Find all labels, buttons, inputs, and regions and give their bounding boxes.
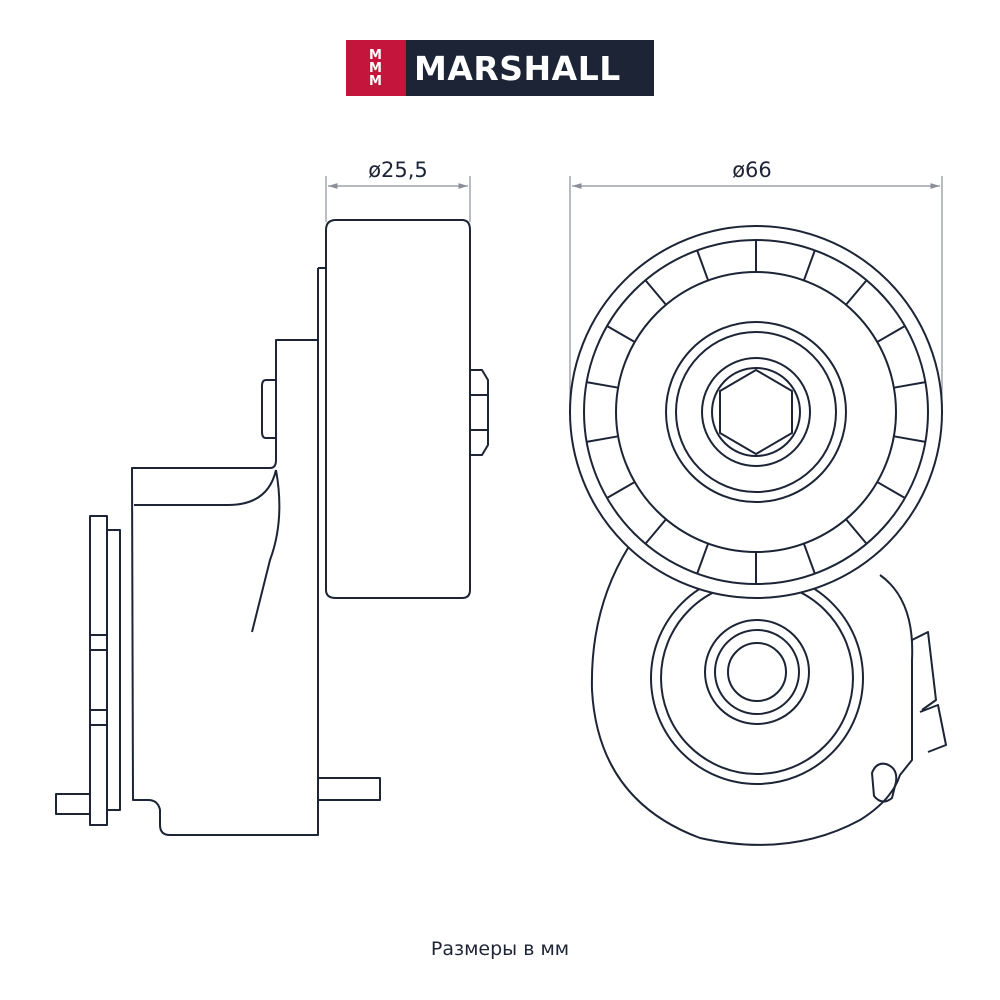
pulley-rib — [876, 325, 906, 343]
front-diameter-dimension: ø66 — [569, 158, 943, 410]
pulley-rib — [644, 279, 667, 306]
body-lug — [919, 704, 947, 753]
side-width-dimension: ø25,5 — [325, 158, 471, 222]
pivot-bushing-outer — [704, 619, 810, 725]
pulley-ribs — [586, 240, 926, 584]
base-plate-side — [89, 515, 108, 826]
pulley-side-profile — [325, 219, 471, 599]
pivot-bushing-inner — [714, 629, 800, 715]
body-stop-pin — [871, 762, 898, 803]
front-diameter-label: ø66 — [732, 158, 772, 182]
pulley-rib — [586, 381, 619, 389]
side-width-label: ø25,5 — [368, 158, 428, 182]
logo-mark-row: M — [369, 47, 383, 63]
pulley-rib — [893, 381, 926, 389]
hex-bolt-icon — [719, 369, 793, 455]
tensioner-arm-side — [131, 267, 326, 836]
pulley-rib — [586, 435, 619, 443]
pulley-rib — [696, 250, 710, 281]
pulley-rib — [644, 518, 667, 545]
pivot-bore — [727, 642, 787, 702]
brand-logo: M M M MARSHALL — [346, 40, 654, 96]
pulley-outer-rim — [569, 225, 943, 599]
side-bolt-head — [469, 369, 489, 456]
tensioner-body — [590, 547, 914, 846]
pulley-bearing-inner — [711, 367, 801, 457]
pulley-hub-inner — [675, 331, 837, 493]
logo-brand-name: MARSHALL — [414, 48, 621, 88]
tensioner-arm-curve — [134, 469, 281, 633]
logo-mark-row: M — [369, 60, 383, 76]
pulley-rib — [802, 250, 816, 281]
side-pin-left — [55, 793, 90, 815]
side-boss — [261, 379, 276, 439]
units-note: Размеры в мм — [430, 938, 570, 960]
pulley-hub-outer — [665, 321, 847, 503]
logo-mark-row: M — [369, 73, 383, 89]
pivot-outer-ring — [650, 571, 864, 785]
body-tab-right — [911, 631, 937, 711]
pulley-rib — [606, 325, 636, 343]
pulley-rib — [845, 279, 868, 306]
pulley-rib — [606, 481, 636, 499]
pulley-bearing-outer — [701, 357, 811, 467]
pivot-inner-ring — [660, 581, 854, 775]
side-pin-right — [318, 777, 381, 801]
side-view: ø25,5 — [55, 158, 489, 836]
base-plate-flange — [107, 529, 121, 811]
pulley-rib — [845, 518, 868, 545]
pulley-rib — [876, 481, 906, 499]
logo-mark-icon: M M M — [346, 40, 406, 96]
pulley-rib — [802, 543, 816, 574]
front-view: ø66 — [569, 158, 947, 846]
pulley-rib — [696, 543, 710, 574]
pulley-rib — [893, 435, 926, 443]
